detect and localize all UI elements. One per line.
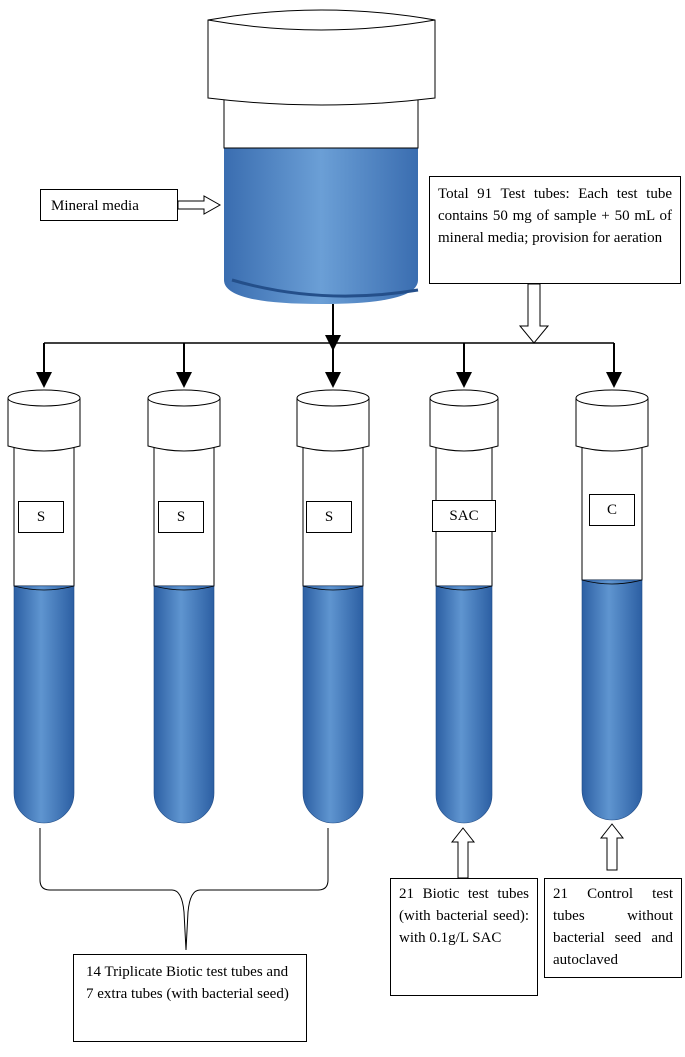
jar-liquid [224, 148, 418, 304]
tube-cap [147, 398, 221, 452]
biotic-note-box: 21 Biotic test tubes (with bacterial see… [390, 878, 538, 996]
tube-liquid [435, 585, 493, 824]
test-tube-4 [429, 389, 499, 824]
tube-cap [7, 398, 81, 452]
tube-cap [429, 398, 499, 452]
jar-lid [207, 9, 436, 106]
test-tube-1 [7, 389, 81, 824]
control-note-box: 21 Control test tubes without bacterial … [544, 878, 682, 978]
tube-liquid [581, 579, 643, 821]
control-up-arrow [599, 823, 625, 871]
mineral-media-arrow [177, 195, 222, 215]
triplicate-note-box: 14 Triplicate Biotic test tubes and 7 ex… [73, 954, 307, 1042]
tube-cap-top [7, 389, 81, 407]
jar [207, 9, 436, 304]
tube-cap [296, 398, 370, 452]
tube-liquid [302, 585, 364, 824]
tube-cap-top [147, 389, 221, 407]
tube-cap [575, 398, 649, 452]
tube-liquid [153, 585, 215, 824]
tube-label-5: C [589, 494, 635, 526]
grouping-brace [39, 828, 329, 951]
test-tube-2 [147, 389, 221, 824]
jar-neck [223, 97, 419, 149]
test-tube-3 [296, 389, 370, 824]
tube-liquid [13, 585, 75, 824]
tube-cap-top [429, 389, 499, 407]
tubes-group [7, 389, 649, 824]
tube-label-4: SAC [432, 500, 496, 532]
total-tubes-box: Total 91 Test tubes: Each test tube cont… [429, 176, 681, 284]
biotic-up-arrow [450, 827, 476, 879]
total-box-arrow [518, 283, 550, 344]
tube-cap-top [296, 389, 370, 407]
tube-label-3: S [306, 501, 352, 533]
tube-cap-top [575, 389, 649, 407]
tube-label-2: S [158, 501, 204, 533]
test-tube-5 [575, 389, 649, 821]
mineral-media-label: Mineral media [40, 189, 178, 221]
tube-label-1: S [18, 501, 64, 533]
